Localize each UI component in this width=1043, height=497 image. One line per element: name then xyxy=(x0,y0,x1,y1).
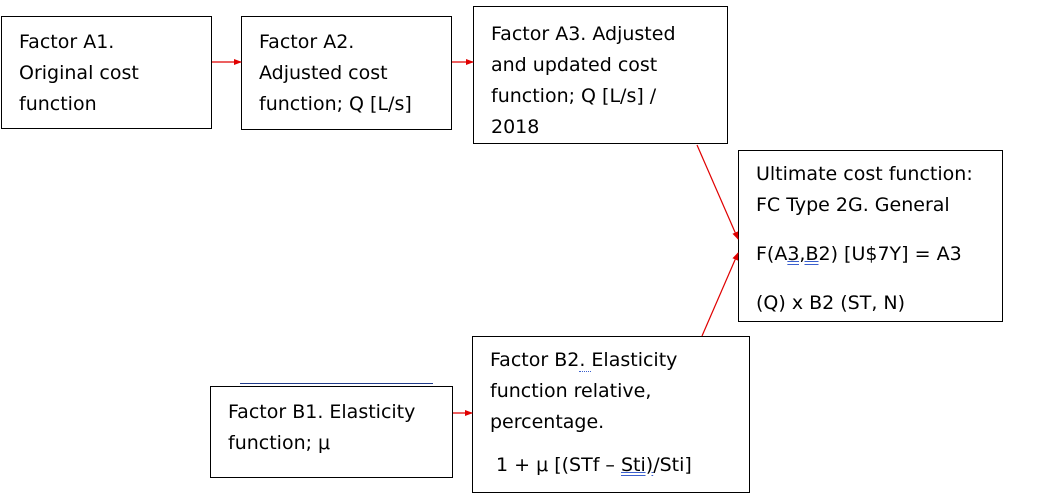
factor-a2-line-2: Adjusted cost xyxy=(259,62,388,84)
factor-b2-line-3: percentage. xyxy=(490,411,605,433)
formula-post: /Sti] xyxy=(653,454,692,476)
ultimate-line-3-post: 2) [U$7Y] = A3 xyxy=(818,243,962,265)
factor-a1-line-1: Factor A1. xyxy=(19,31,115,53)
formula-pre: 1 + μ [(STf – xyxy=(496,454,621,476)
factor-b2-line-1-post: Elasticity xyxy=(591,349,678,371)
factor-b2-box: Factor B2. Elasticity function relative,… xyxy=(472,336,750,493)
formula-marked: Sti) xyxy=(620,454,654,476)
ultimate-line-4: (Q) x B2 (ST, N) xyxy=(756,292,906,314)
factor-a2-box: Factor A2. Adjusted cost function; Q [L/… xyxy=(241,16,452,130)
factor-b2-line-1: Factor B2. Elasticity xyxy=(490,345,749,376)
factor-a3-line-1: Factor A3. Adjusted xyxy=(491,23,676,45)
factor-a1-box: Factor A1. Original cost function xyxy=(1,16,212,129)
factor-a2-line-1: Factor A2. xyxy=(259,31,355,53)
factor-a1-line-2: Original cost xyxy=(19,62,139,84)
ultimate-line-1: Ultimate cost function: xyxy=(756,163,973,185)
factor-a3-line-2: and updated cost xyxy=(491,54,658,76)
ultimate-line-3: F(A3,B2) [U$7Y] = A3 xyxy=(756,239,1002,270)
ultimate-line-3-pre: F(A xyxy=(756,243,788,265)
factor-a3-line-3: function; Q [L/s] / xyxy=(491,85,657,107)
factor-a2-line-3: function; Q [L/s] xyxy=(259,93,412,115)
factor-b1-box: Factor B1. Elasticity function; μ xyxy=(210,386,453,478)
factor-b2-line-1-pre: Factor B2 xyxy=(490,349,580,371)
ultimate-cost-function-box: Ultimate cost function: FC Type 2G. Gene… xyxy=(738,150,1003,322)
factor-b2-formula: 1 + μ [(STf – Sti)/Sti] xyxy=(490,450,749,481)
factor-a3-line-4: 2018 xyxy=(491,116,540,138)
factor-b1-line-2: function; μ xyxy=(228,432,331,454)
ultimate-line-3-marked: 3,B xyxy=(787,243,819,265)
b1-top-edge-line xyxy=(240,383,433,384)
ultimate-line-2: FC Type 2G. General xyxy=(756,194,950,216)
factor-a3-box: Factor A3. Adjusted and updated cost fun… xyxy=(473,6,728,144)
factor-b2-line-1-marked: . xyxy=(579,349,592,372)
arrow-b2-to-ultimate xyxy=(701,252,739,337)
arrow-a3-to-ultimate xyxy=(696,144,739,240)
factor-b1-line-1: Factor B1. Elasticity xyxy=(228,401,416,423)
factor-b2-line-2: function relative, xyxy=(490,380,652,402)
factor-a1-line-3: function xyxy=(19,93,97,115)
